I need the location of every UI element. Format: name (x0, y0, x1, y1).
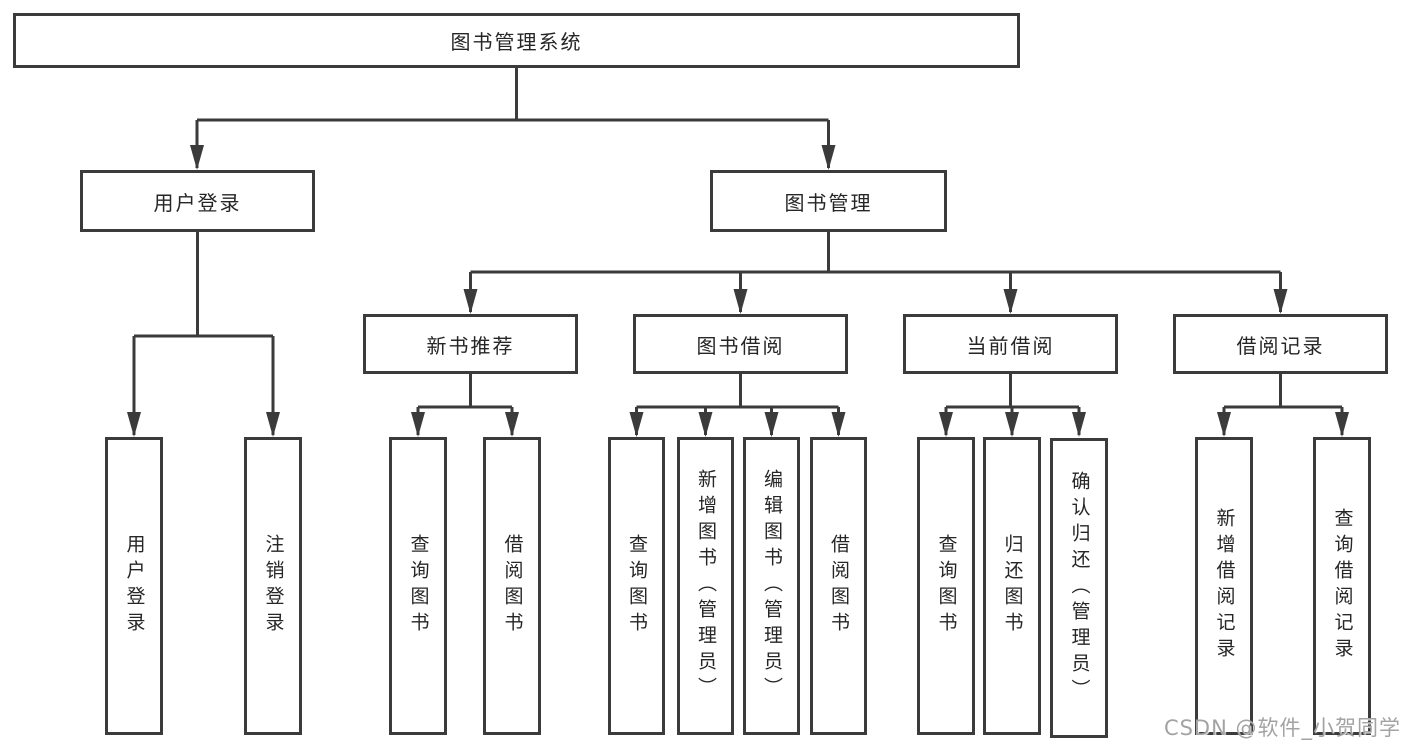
node-edit-book-admin: 编辑图书（管理员） (743, 437, 800, 735)
arrow-down-icon (1217, 412, 1231, 437)
node-add-borrow-record: 新增借阅记录 (1195, 437, 1253, 735)
node-current-borrowing: 当前借阅 (903, 314, 1118, 374)
node-label: 新增借阅记录 (1213, 508, 1236, 664)
node-user-login-leaf: 用户登录 (105, 437, 163, 735)
node-query-book: 查询图书 (608, 437, 665, 735)
node-label: 用户登录 (153, 190, 242, 215)
arrow-down-icon (463, 289, 478, 314)
arrow-down-icon (733, 289, 748, 314)
node-label: 查询借阅记录 (1331, 508, 1354, 664)
node-borrowing-records: 借阅记录 (1173, 314, 1388, 374)
arrow-down-icon (411, 412, 425, 437)
node-query-book: 查询图书 (389, 437, 447, 735)
node-confirm-return-admin: 确认归还（管理员） (1050, 438, 1108, 738)
node-label: 查询图书 (626, 534, 648, 638)
arrow-down-icon (764, 412, 779, 437)
arrow-down-icon (831, 412, 846, 437)
arrow-down-icon (1335, 412, 1349, 437)
node-borrow-book: 借阅图书 (810, 437, 867, 735)
node-label: 新书推荐 (426, 333, 515, 358)
node-query-book: 查询图书 (917, 437, 975, 735)
node-label: 归还图书 (1001, 534, 1024, 638)
arrow-down-icon (629, 412, 644, 437)
node-book-borrowing: 图书借阅 (633, 314, 848, 374)
connector-path (132, 68, 1344, 435)
node-label: 新增图书（管理员） (695, 469, 717, 703)
node-return-book: 归还图书 (983, 437, 1041, 735)
arrow-down-icon (505, 412, 519, 437)
node-label: 用户登录 (123, 534, 146, 638)
node-label: 借阅记录 (1236, 333, 1325, 358)
arrow-down-icon (1273, 289, 1288, 314)
arrow-down-icon (1003, 289, 1018, 314)
arrow-down-icon (939, 412, 953, 437)
node-label: 当前借阅 (966, 333, 1055, 358)
node-label: 借阅图书 (828, 534, 850, 638)
csdn-watermark: CSDN @软件_小贺同学 (1163, 716, 1401, 740)
node-new-book-recommendation: 新书推荐 (363, 314, 578, 374)
node-label: 查询图书 (935, 534, 958, 638)
node-label: 查询图书 (407, 534, 430, 638)
node-user-login: 用户登录 (80, 170, 315, 232)
node-label: 图书借阅 (696, 333, 785, 358)
arrow-down-icon (821, 145, 836, 170)
arrow-down-icon (127, 412, 141, 437)
arrow-down-icon (190, 145, 204, 170)
arrow-down-icon (266, 412, 280, 437)
node-label: 借阅图书 (501, 534, 524, 638)
arrow-down-icon (1005, 412, 1019, 437)
node-label: 确认归还（管理员） (1068, 471, 1091, 705)
node-book-management: 图书管理 (710, 170, 947, 232)
node-label: 注销登录 (262, 534, 285, 638)
arrow-down-icon (1072, 412, 1086, 437)
node-label: 图书管理 (784, 190, 873, 215)
node-label: 编辑图书（管理员） (761, 469, 783, 703)
node-borrow-book: 借阅图书 (483, 437, 541, 735)
node-label: 图书管理系统 (450, 30, 583, 54)
node-add-book-admin: 新增图书（管理员） (677, 437, 734, 735)
node-query-borrow-record: 查询借阅记录 (1313, 437, 1371, 735)
node-logout: 注销登录 (244, 437, 302, 735)
node-library-management-system: 图书管理系统 (13, 13, 1020, 68)
arrow-down-icon (698, 412, 713, 437)
